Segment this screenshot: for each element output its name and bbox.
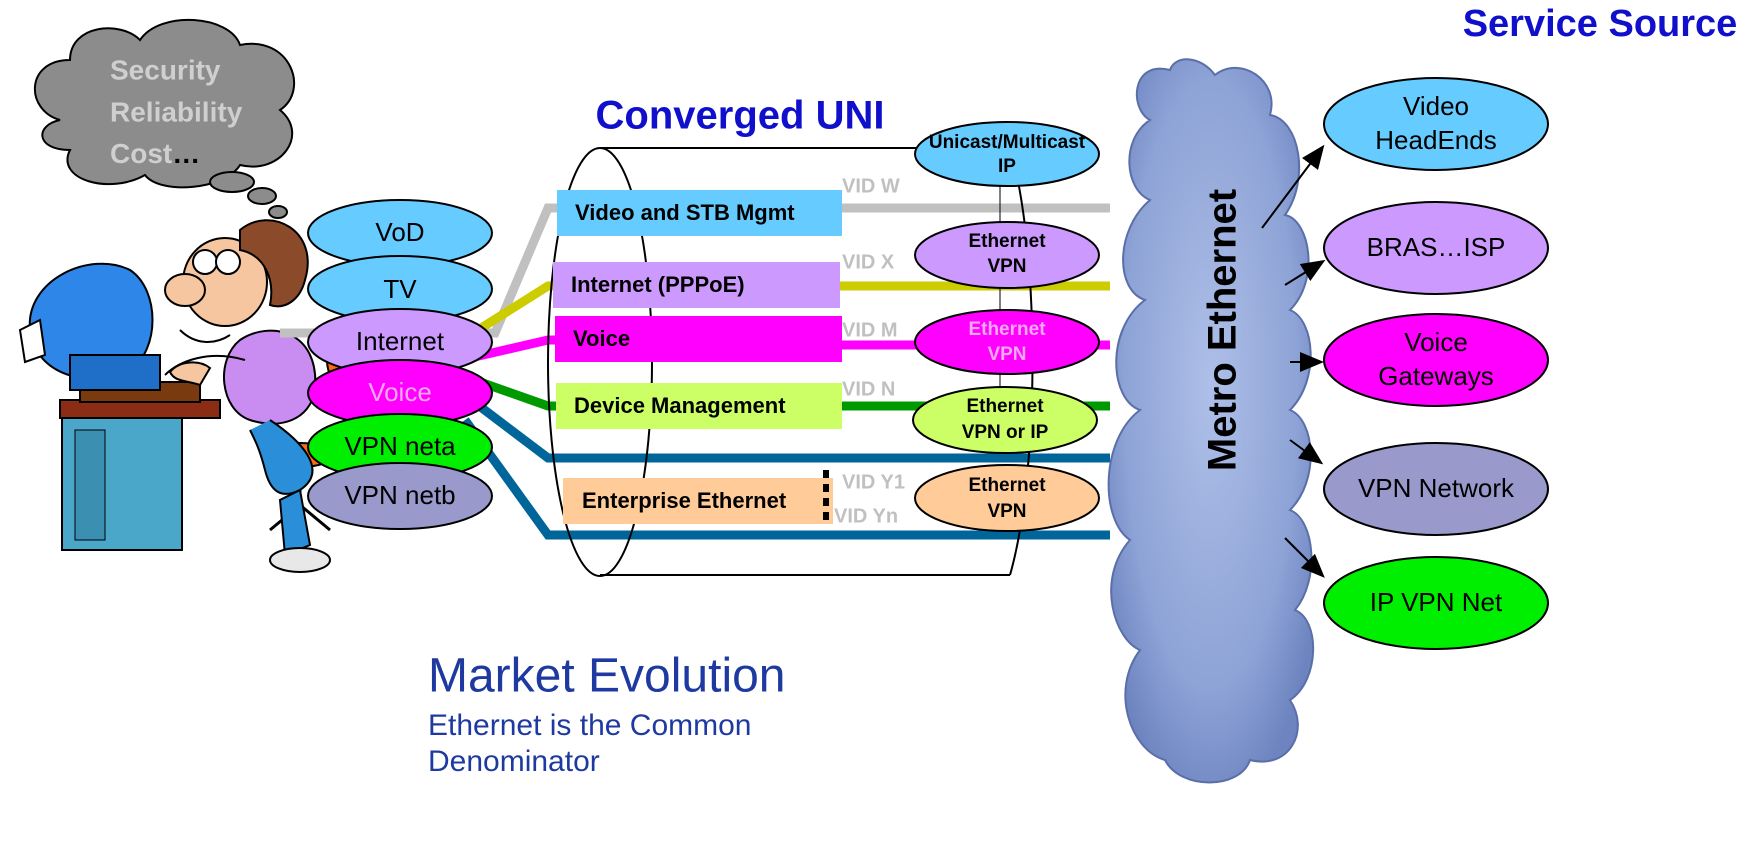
thought-ellipsis: …: [172, 138, 200, 169]
tag-eth2-line1: Ethernet: [968, 319, 1046, 340]
thought-cloud: Security Reliability Cost…: [34, 19, 296, 219]
uni-tags: Unicast/Multicast IP Ethernet VPN Ethern…: [912, 121, 1100, 532]
source-voice-line2: Gateways: [1378, 361, 1494, 391]
bar-enterprise-label: Enterprise Ethernet: [582, 488, 787, 513]
service-tv: TV: [307, 255, 493, 323]
tag-unicast-line2: IP: [998, 156, 1016, 177]
source-video-line1: Video: [1403, 91, 1469, 121]
market-evolution: Market Evolution Ethernet is the Common …: [428, 650, 786, 778]
source-video-headends: Video HeadEnds: [1323, 77, 1549, 171]
vid-n: VID N: [842, 378, 895, 400]
market-subtitle-line2: Denominator: [428, 745, 600, 778]
service-internet-label: Internet: [356, 326, 445, 356]
service-vpn-netb-label: VPN netb: [344, 480, 455, 510]
source-voice-line1: Voice: [1404, 327, 1468, 357]
source-ip-vpn-net: IP VPN Net: [1323, 556, 1549, 650]
service-voice-label: Voice: [368, 377, 432, 407]
service-internet: Internet: [307, 308, 493, 376]
source-video-line2: HeadEnds: [1375, 125, 1496, 155]
tag-eth1-line1: Ethernet: [968, 231, 1046, 252]
bar-enterprise: Enterprise Ethernet: [563, 470, 833, 524]
vid-labels: VID W VID X VID M VID N VID Y1 VID Yn: [834, 175, 905, 527]
bar-voice: Voice: [555, 316, 842, 362]
tag-ethernet-vpn-or-ip: Ethernet VPN or IP: [912, 386, 1098, 454]
thought-cost-word: Cost: [110, 138, 172, 169]
bar-video-label: Video and STB Mgmt: [575, 200, 795, 225]
bar-device: Device Management: [556, 383, 842, 429]
bar-internet: Internet (PPPoE): [553, 262, 840, 308]
service-source-title: Service Source: [1463, 3, 1738, 45]
service-voice: Voice: [307, 359, 493, 427]
source-vpn-network-label: VPN Network: [1358, 473, 1515, 503]
source-voice-gateways: Voice Gateways: [1323, 313, 1549, 407]
thought-security: Security: [110, 54, 221, 85]
tag-unicast-line1: Unicast/Multicast: [929, 132, 1086, 153]
user-at-computer-illustration: [18, 219, 364, 573]
source-ip-vpn-label: IP VPN Net: [1370, 587, 1503, 617]
service-tv-label: TV: [383, 274, 417, 304]
vid-x: VID X: [842, 251, 895, 273]
tag-ethernet-vpn-1: Ethernet VPN: [914, 221, 1100, 289]
tag-eth3-line2: VPN or IP: [962, 422, 1049, 443]
service-vod-label: VoD: [375, 217, 424, 247]
tag-eth3-line1: Ethernet: [966, 396, 1044, 417]
service-vpn-neta-label: VPN neta: [344, 431, 456, 461]
vid-w: VID W: [842, 175, 900, 197]
service-ellipses: VoD TV Internet Voice VPN neta VPN netb: [307, 199, 493, 530]
market-subtitle-line1: Ethernet is the Common: [428, 709, 751, 742]
tag-unicast-ip: Unicast/Multicast IP: [914, 121, 1100, 187]
service-vpn-netb: VPN netb: [307, 462, 493, 530]
service-sources: Service Source Video HeadEnds BRAS…ISP V…: [1323, 3, 1738, 650]
thought-reliability: Reliability: [110, 96, 243, 127]
source-bras-isp: BRAS…ISP: [1323, 201, 1549, 295]
line-vpn-b: [461, 417, 1110, 540]
source-vpn-network: VPN Network: [1323, 442, 1549, 536]
metro-ethernet-label: Metro Ethernet: [1201, 189, 1245, 471]
tag-eth4-line1: Ethernet: [968, 475, 1046, 496]
source-bras-label: BRAS…ISP: [1367, 232, 1506, 262]
converged-uni-title: Converged UNI: [596, 94, 885, 138]
bar-device-label: Device Management: [574, 393, 786, 418]
vid-yn: VID Yn: [834, 505, 898, 527]
service-vod: VoD: [307, 199, 493, 267]
market-title: Market Evolution: [428, 650, 786, 703]
tag-ethernet-vpn-2: Ethernet VPN: [914, 309, 1100, 375]
vid-y1: VID Y1: [842, 471, 905, 493]
tag-eth2-line2: VPN: [987, 344, 1026, 365]
tag-ethernet-vpn-3: Ethernet VPN: [914, 464, 1100, 532]
thought-cost: Cost…: [110, 138, 200, 169]
line-vpn-a: [475, 401, 1110, 463]
metro-ethernet-cloud: Metro Ethernet: [1107, 58, 1315, 784]
bar-voice-label: Voice: [573, 326, 630, 351]
bar-video: Video and STB Mgmt: [557, 190, 842, 236]
source-arrows: [1261, 144, 1326, 578]
tag-eth4-line2: VPN: [987, 501, 1026, 522]
vid-m: VID M: [842, 319, 898, 341]
uni-bars: Video and STB Mgmt Internet (PPPoE) Voic…: [553, 190, 842, 524]
tag-eth1-line2: VPN: [987, 256, 1026, 277]
bar-internet-label: Internet (PPPoE): [571, 272, 745, 297]
